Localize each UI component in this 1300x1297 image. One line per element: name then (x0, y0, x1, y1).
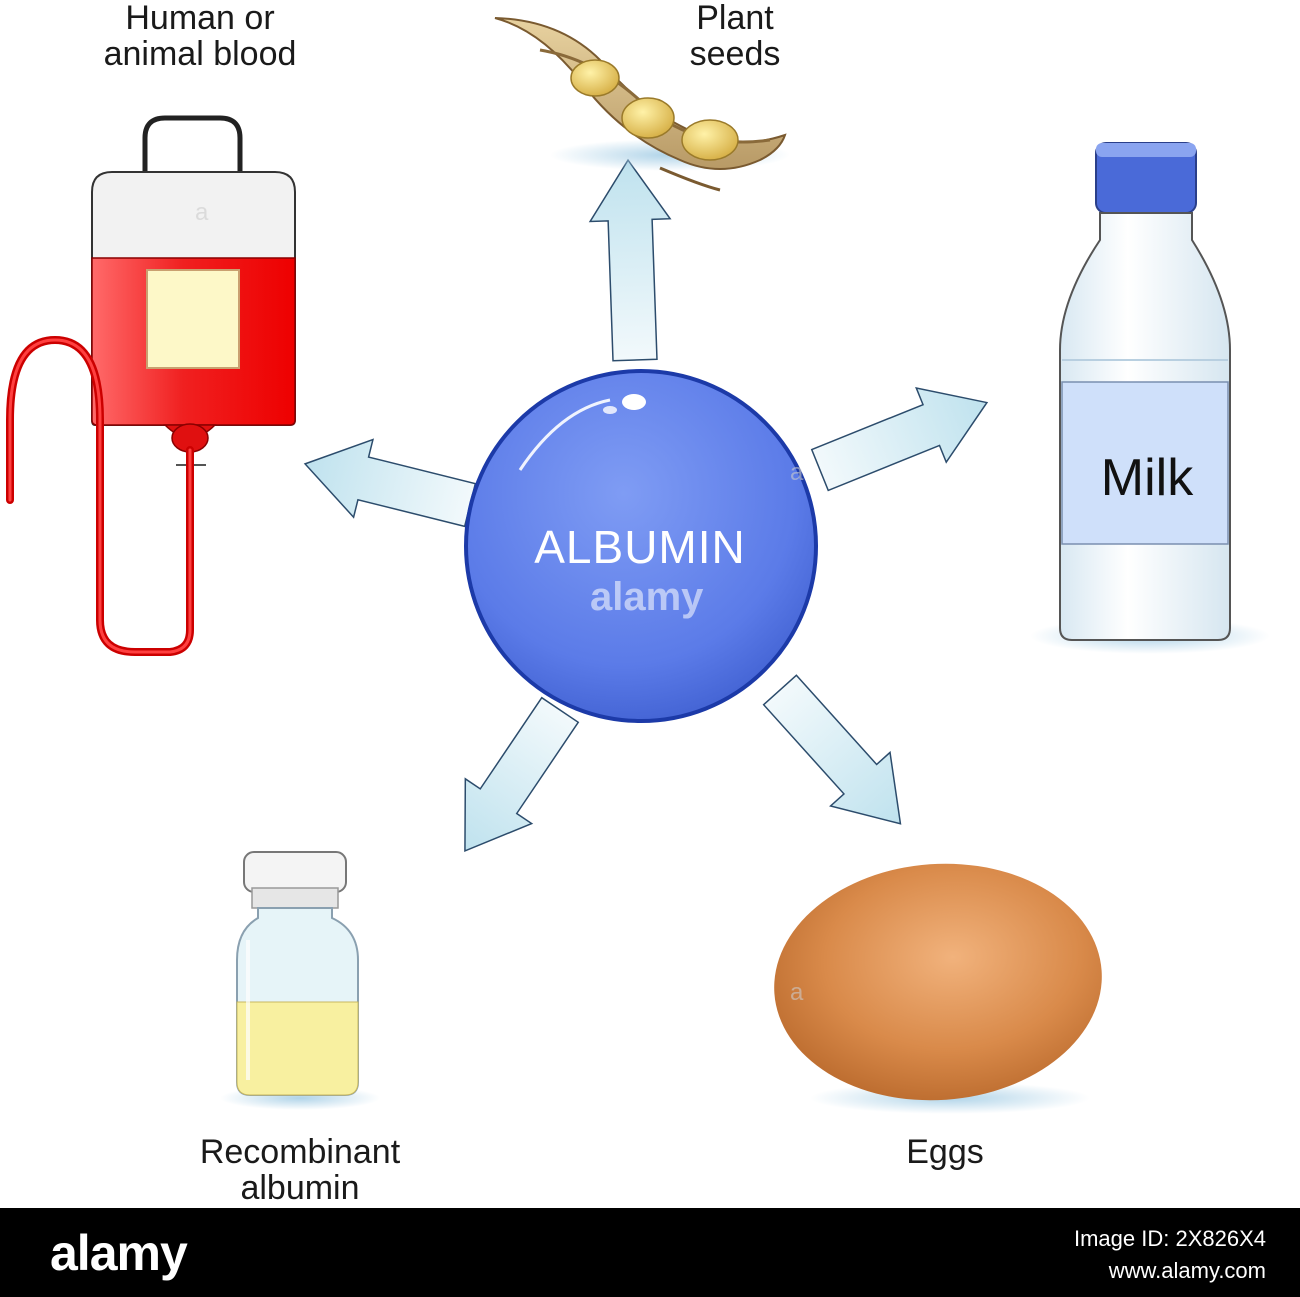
soybean-pod-icon (494, 17, 790, 192)
footer-image-id: Image ID: 2X826X4 (1073, 1226, 1266, 1251)
arrow-to-recombinant (464, 696, 580, 853)
albumin-sphere (464, 369, 818, 723)
albumin-title: ALBUMIN (534, 521, 746, 573)
arrow-to-blood (303, 438, 477, 528)
recombinant-label-line2: albumin (240, 1169, 360, 1207)
egg-icon (774, 863, 1102, 1114)
milk-bottle-icon (1030, 142, 1270, 654)
watermark-mark: a (790, 459, 804, 486)
seeds-label: Plant seeds (650, 0, 820, 72)
recombinant-label: Recombinant albumin (150, 1134, 450, 1206)
seeds-label-line2: seeds (689, 35, 781, 73)
arrow-to-eggs (762, 674, 902, 825)
recombinant-label-line1: Recombinant (199, 1133, 401, 1171)
blood-label: Human or animal blood (80, 0, 320, 72)
blood-bag-icon (6, 115, 296, 656)
footer-bar: alamy Image ID: 2X826X4 www.alamy.com (0, 1208, 1300, 1297)
recombinant-albumin-vial-icon (220, 851, 380, 1110)
arrow-to-milk (810, 386, 989, 492)
footer-logo: alamy (50, 1225, 188, 1281)
milk-label: Milk (1100, 449, 1194, 507)
eggs-label-text: Eggs (906, 1133, 984, 1171)
watermark-mark: a (195, 199, 209, 226)
arrow-to-seeds (588, 158, 672, 362)
footer-site: www.alamy.com (1108, 1258, 1266, 1283)
watermark: alamy (590, 575, 704, 619)
seeds-label-line1: Plant (696, 0, 774, 37)
watermark-mark: a (790, 979, 804, 1006)
blood-label-line2: animal blood (103, 35, 297, 73)
eggs-label: Eggs (870, 1134, 1020, 1170)
blood-label-line1: Human or (125, 0, 275, 37)
